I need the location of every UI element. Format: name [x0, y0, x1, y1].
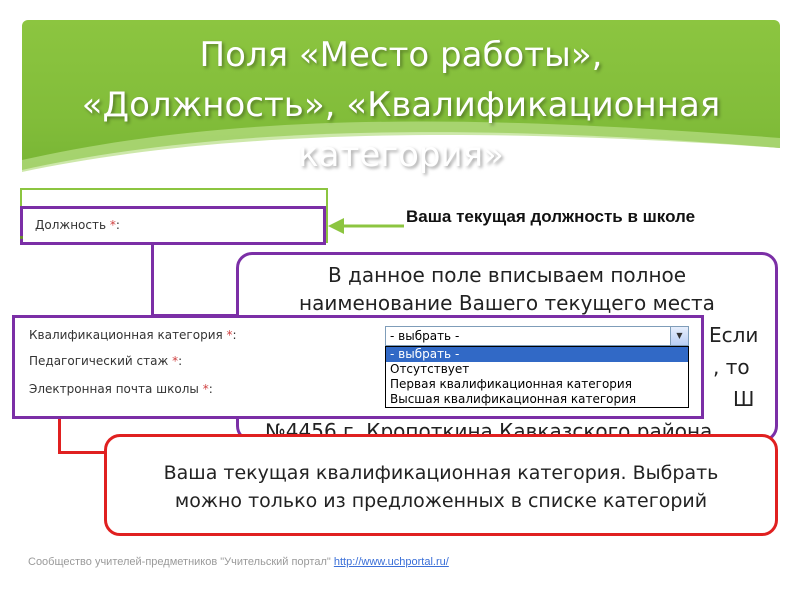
category-hint-text: Ваша текущая квалификационная категория.… — [117, 459, 765, 515]
hint-line: наименование Вашего текущего места — [299, 291, 715, 315]
workplace-hint-text: В данное поле вписываем полное наименова… — [249, 261, 765, 317]
category-select[interactable]: - выбрать - ▼ — [385, 326, 689, 346]
row-label-text: Электронная почта школы — [29, 382, 199, 396]
title-line-3: категория» — [298, 135, 504, 175]
footer-link[interactable]: http://www.uchportal.ru/ — [333, 556, 449, 568]
hint-line: В данное поле вписываем полное — [327, 263, 687, 287]
row-label-text: Квалификационная категория — [29, 328, 223, 342]
dropdown-option[interactable]: Первая квалификационная категория — [390, 377, 632, 391]
dropdown-option[interactable]: - выбрать - — [386, 347, 688, 362]
required-mark: * — [109, 218, 116, 232]
hint-fragment: Если — [709, 323, 759, 347]
select-value: - выбрать - — [390, 329, 460, 343]
arrow-left-icon — [328, 218, 404, 234]
dropdown-option[interactable]: Отсутствует — [390, 362, 470, 376]
category-dropdown-list: - выбрать - Отсутствует Первая квалифика… — [385, 346, 689, 408]
footer-text: Сообщество учителей-предметников "Учител… — [28, 556, 331, 568]
slide-title: Поля «Место работы», «Должность», «Квали… — [22, 30, 780, 180]
hint-fragment: , то — [713, 355, 750, 379]
position-field-frame: Должность *: — [20, 206, 326, 245]
title-line-2: «Должность», «Квалификационная — [81, 85, 721, 125]
row-label-text: Педагогический стаж — [29, 354, 169, 368]
required-mark: * — [202, 382, 209, 396]
label-colon: : — [115, 218, 120, 232]
position-field-label: Должность *: — [35, 218, 120, 232]
connector-line — [58, 419, 61, 453]
hint-line: можно только из предложенных в списке ка… — [174, 490, 708, 512]
hint-fragment: Ш — [733, 387, 755, 411]
label-colon: : — [178, 354, 183, 368]
corner-dot — [20, 236, 23, 239]
category-hint-box: Ваша текущая квалификационная категория.… — [104, 434, 778, 536]
required-mark: * — [226, 328, 233, 342]
hint-line: Ваша текущая квалификационная категория.… — [163, 462, 719, 484]
footer: Сообщество учителей-предметников "Учител… — [28, 556, 449, 568]
position-label-text: Должность — [35, 218, 107, 232]
dropdown-option[interactable]: Высшая квалификационная категория — [390, 392, 637, 406]
title-line-1: Поля «Место работы», — [199, 35, 603, 75]
connector-line — [151, 245, 154, 317]
slide-header: Поля «Место работы», «Должность», «Квали… — [22, 20, 780, 195]
form-row-experience: Педагогический стаж *: — [29, 354, 182, 368]
label-colon: : — [208, 382, 213, 396]
header-wave-decoration — [22, 121, 780, 195]
connector-line — [58, 451, 108, 454]
required-mark: * — [172, 354, 179, 368]
form-row-school-email: Электронная почта школы *: — [29, 382, 213, 396]
label-colon: : — [232, 328, 237, 342]
position-hint: Ваша текущая должность в школе — [406, 207, 696, 226]
category-form-frame: Квалификационная категория *: Педагогиче… — [12, 315, 704, 419]
form-row-category: Квалификационная категория *: — [29, 328, 237, 342]
chevron-down-icon[interactable]: ▼ — [670, 327, 688, 345]
